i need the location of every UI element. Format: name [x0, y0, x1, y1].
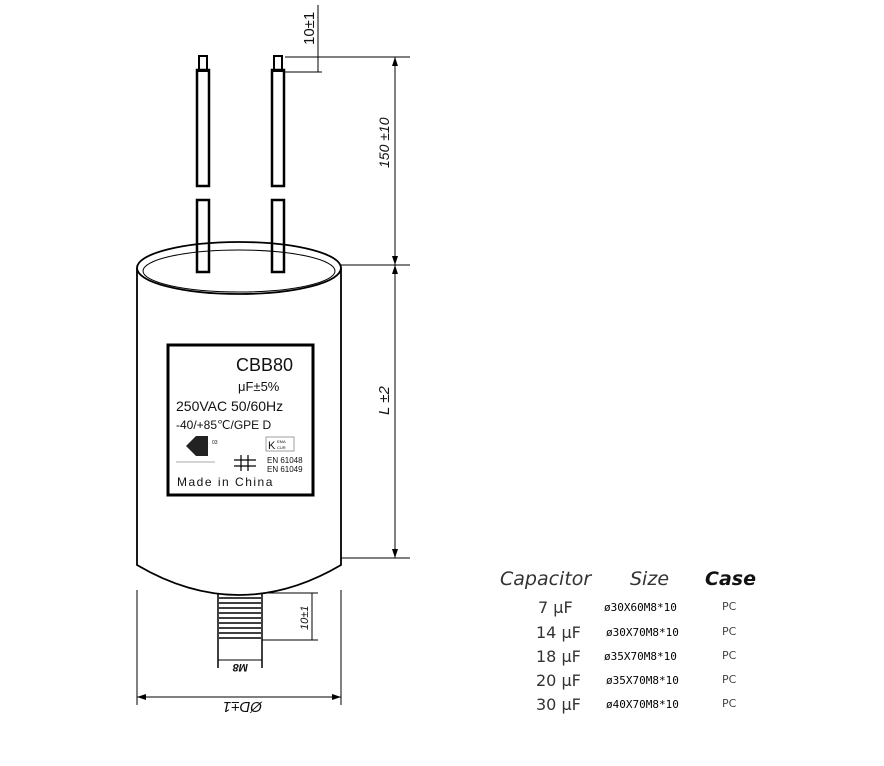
cell-capacitor: 30 μF	[536, 695, 581, 714]
dim-body-length: L ±2	[376, 386, 393, 415]
dimension-lines	[136, 5, 410, 705]
table-row: 30 μF ø40X70M8*10 PC	[500, 695, 760, 717]
label-origin: Made in China	[177, 475, 274, 489]
table-row: 7 μF ø30X60M8*10 PC	[500, 598, 760, 620]
cell-size: ø30X60M8*10	[604, 601, 677, 614]
label-plate	[166, 343, 315, 497]
label-model: CBB80	[236, 355, 293, 375]
header-size: Size	[630, 568, 670, 590]
header-case: Case	[705, 568, 756, 590]
hash-symbol	[234, 455, 256, 471]
kema-logo: K EMA CUR	[265, 436, 295, 452]
cell-case: PC	[722, 649, 737, 662]
label-rating: 250VAC 50/60Hz	[176, 398, 283, 414]
cell-capacitor: 7 μF	[538, 598, 573, 617]
svg-text:K: K	[268, 440, 276, 452]
table-row: 14 μF ø30X70M8*10 PC	[500, 623, 760, 645]
cell-size: ø35X70M8*10	[606, 674, 679, 687]
cell-case: PC	[722, 600, 737, 613]
lead-wires	[195, 55, 286, 274]
label-standard2: EN 61049	[267, 465, 303, 474]
label-tolerance: μF±5%	[238, 379, 280, 394]
enec-logo: 03	[186, 436, 218, 456]
label-standard1: EN 61048	[267, 456, 303, 465]
cell-capacitor: 14 μF	[536, 623, 581, 642]
dim-wire-strip: 10±1	[301, 12, 318, 45]
label-climate: -40/+85℃/GPE D	[176, 418, 272, 432]
dim-wire-length: 150 ±10	[376, 117, 392, 168]
svg-text:CUR: CUR	[277, 445, 286, 450]
table-row: 18 μF ø35X70M8*10 PC	[500, 647, 760, 669]
capacitor-body	[136, 241, 342, 596]
cell-size: ø35X70M8*10	[604, 650, 677, 663]
cell-case: PC	[722, 673, 737, 686]
cell-capacitor: 18 μF	[536, 647, 581, 666]
cell-capacitor: 20 μF	[536, 671, 581, 690]
header-capacitor: Capacitor	[500, 568, 592, 590]
dim-diameter: ØD±1	[223, 698, 263, 715]
cell-size: ø30X70M8*10	[606, 626, 679, 639]
dim-stud-length: 10±1	[299, 606, 311, 630]
dim-stud-thread: M8	[232, 661, 248, 673]
cell-case: PC	[722, 625, 737, 638]
svg-text:EMA: EMA	[277, 439, 286, 444]
cell-case: PC	[722, 697, 737, 710]
svg-text:03: 03	[212, 440, 218, 446]
threaded-stud	[217, 593, 263, 668]
cell-size: ø40X70M8*10	[606, 698, 679, 711]
table-row: 20 μF ø35X70M8*10 PC	[500, 671, 760, 693]
